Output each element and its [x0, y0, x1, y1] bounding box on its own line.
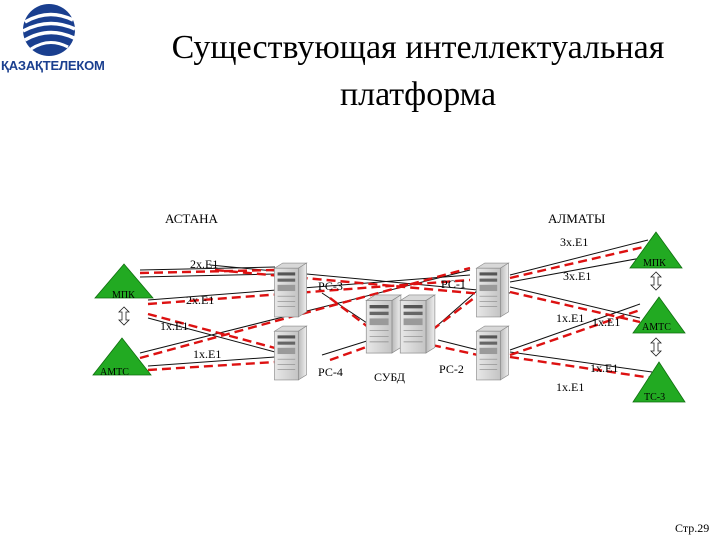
- link-label-1xe1-left-low: 1x.E1: [193, 347, 221, 361]
- link-label-1xe1-left: 1x.E1: [160, 319, 188, 333]
- server-subd-icon-a: [365, 294, 402, 354]
- server-rs1-icon: [475, 262, 510, 318]
- page-number: Стр.29: [675, 521, 709, 535]
- city-almaty: АЛМАТЫ: [548, 211, 605, 226]
- link-label-3xe1-mid: 3x.E1: [563, 269, 591, 283]
- globe-icon: [22, 4, 76, 56]
- link-label-1xe1-right-d: 1x.E1: [556, 380, 584, 394]
- server-rs1-label: РС-1: [441, 277, 466, 291]
- link-label-1xe1-right-b: 1x.E1: [592, 315, 620, 329]
- node-mpk-right-label: МПК: [643, 258, 666, 269]
- link-label-1xe1-right-a: 1x.E1: [556, 311, 584, 325]
- link-label-2xe1-mid: 2x.E1: [186, 293, 214, 307]
- node-mpk-right: МПК: [629, 231, 683, 269]
- arrow-right-updown-icon-1: [650, 271, 662, 291]
- node-mpk-left: МПК: [94, 263, 154, 301]
- server-rs3-icon: [273, 262, 308, 318]
- node-ts3-label: ТС-3: [644, 392, 665, 403]
- node-mpk-left-label: МПК: [112, 290, 135, 301]
- node-amts-right-label: АМТС: [642, 322, 671, 333]
- server-subd-icon-b: [399, 294, 436, 354]
- server-rs4-label: РС-4: [318, 365, 343, 379]
- node-amts-right: АМТС: [632, 296, 686, 334]
- link-label-3xe1-top: 3x.E1: [560, 235, 588, 249]
- node-amts-left: АМТС: [92, 337, 152, 378]
- server-subd-label: СУБД: [374, 370, 405, 384]
- arrow-left-updown-icon: [118, 306, 130, 326]
- slide-title-line2: платформа: [340, 76, 496, 113]
- node-ts3: ТС-3: [632, 361, 686, 403]
- server-rs3-label: РС-3: [318, 279, 343, 293]
- city-astana: АСТАНА: [165, 211, 218, 226]
- server-rs4-icon: [273, 325, 308, 381]
- company-name: ҚАЗАҚТЕЛЕКОМ: [1, 58, 105, 73]
- link-label-2xe1-top: 2x.E1: [190, 257, 218, 271]
- link-label-1xe1-right-c: 1x.E1: [590, 361, 618, 375]
- node-amts-left-label: АМТС: [100, 367, 129, 378]
- company-logo: ҚАЗАҚТЕЛЕКОМ: [1, 4, 105, 73]
- links-solid: [139, 239, 653, 373]
- links-dashed: [139, 244, 653, 380]
- server-rs2-label: РС-2: [439, 362, 464, 376]
- server-rs2-icon: [475, 325, 510, 381]
- slide-title-line1: Существующая интеллектуальная: [172, 29, 665, 66]
- arrow-right-updown-icon-2: [650, 337, 662, 357]
